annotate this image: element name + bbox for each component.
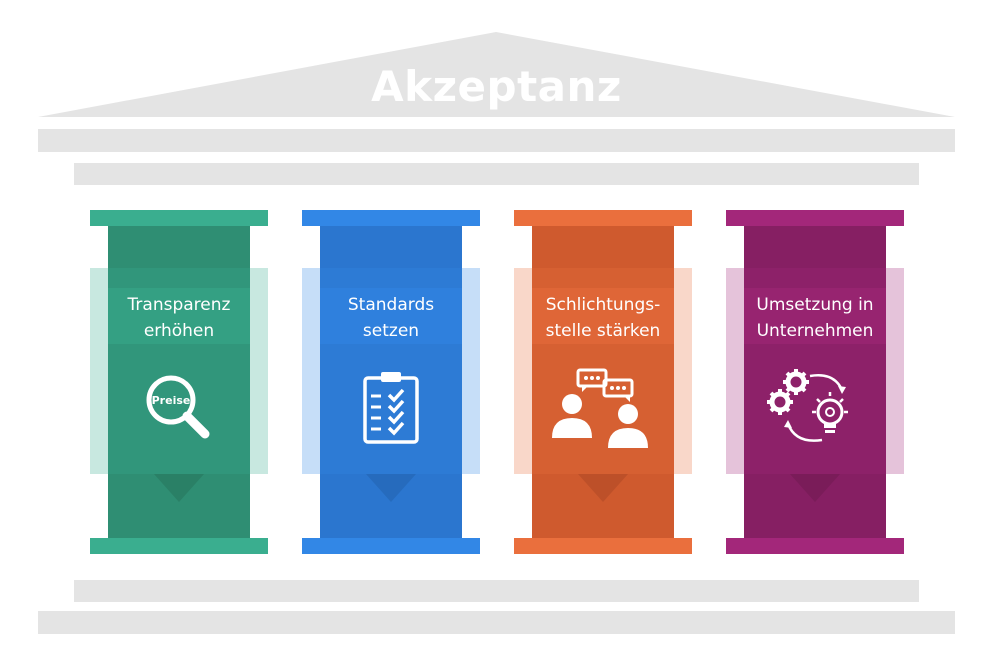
pillar-label-line2: Unternehmen: [756, 321, 874, 341]
page-title: Akzeptanz: [371, 62, 622, 111]
pillar-capital: [302, 210, 480, 226]
pillar-arrow: [578, 474, 628, 502]
foundation-upper: [74, 580, 919, 602]
gears-lightbulb-icon: [766, 368, 866, 448]
conversation-icon: [548, 368, 658, 448]
pillar-label-line1: Standards: [347, 295, 435, 315]
pillar-base: [302, 538, 480, 554]
pillar-capital: [726, 210, 904, 226]
pillar-arrow: [154, 474, 204, 502]
pillar-label-line1: Umsetzung in: [756, 295, 874, 315]
architrave-lower: [74, 163, 919, 185]
pillar-label-line2: stelle stärken: [545, 321, 661, 341]
pillar-arrow: [366, 474, 416, 502]
roof-triangle: [38, 32, 955, 117]
pillar-label-band: [320, 288, 462, 344]
pillar-label-line2: setzen: [362, 321, 420, 341]
roof: [38, 32, 955, 117]
pillar-label-line1: Schlichtungs-: [545, 295, 661, 315]
pillar-capital: [90, 210, 268, 226]
pillar-label: Umsetzung in Unternehmen: [744, 292, 886, 344]
pillar-arrow: [790, 474, 840, 502]
pillar-label-band: [744, 288, 886, 344]
pillar-overlay-band: [90, 268, 268, 474]
magnifier-icon: Preise: [139, 368, 219, 448]
pillar-label-band: [532, 288, 674, 344]
pillar-overlay-band: [302, 268, 480, 474]
pillar-implementation: Umsetzung in Unternehmen: [726, 210, 904, 554]
pillar-label-line2: erhöhen: [143, 321, 215, 341]
pillar-arbitration: Schlichtungs- stelle stärken: [514, 210, 692, 554]
pillar-label: Transparenz erhöhen: [108, 292, 250, 344]
pillar-base: [514, 538, 692, 554]
pillar-capital: [514, 210, 692, 226]
pillar-label-band: [108, 288, 250, 344]
pillar-standards: Standards setzen: [302, 210, 480, 554]
checklist-icon: [351, 368, 431, 448]
pillar-label: Schlichtungs- stelle stärken: [532, 292, 674, 344]
magnifier-icon-text: Preise: [152, 394, 191, 407]
architrave-upper: [38, 129, 955, 152]
pillar-transparency: Transparenz erhöhen Preise: [90, 210, 268, 554]
pillar-label: Standards setzen: [320, 292, 462, 344]
pillar-base: [90, 538, 268, 554]
foundation-lower: [38, 611, 955, 634]
pillar-base: [726, 538, 904, 554]
pillar-label-line1: Transparenz: [127, 295, 231, 315]
